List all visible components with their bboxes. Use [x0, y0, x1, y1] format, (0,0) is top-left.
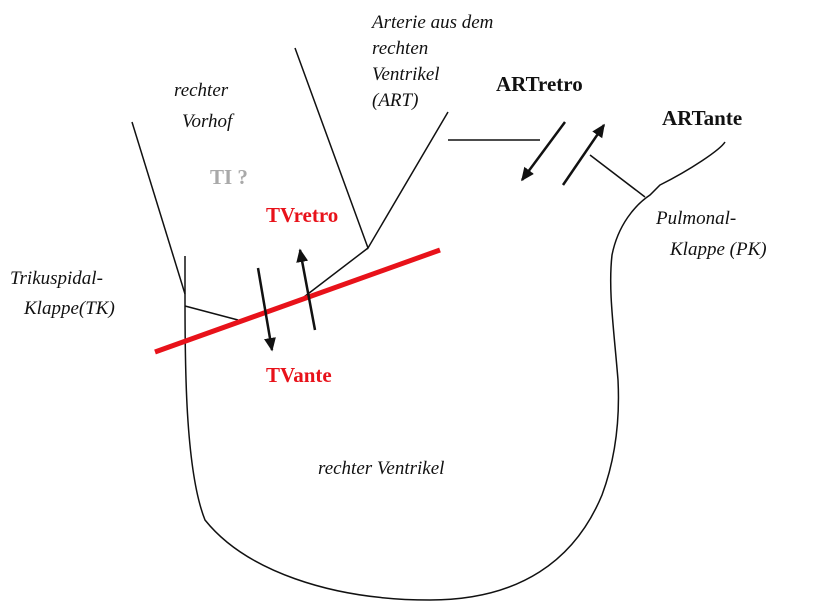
tk-label-line2: Klappe(TK) — [24, 298, 115, 319]
pk-label: Pulmonal- Klappe (PK) — [656, 203, 767, 265]
art-ante-label: ARTante — [662, 106, 743, 130]
tv-retro-arrow — [296, 248, 317, 331]
pk-leader-line — [589, 154, 646, 198]
ventricle-outline — [184, 141, 726, 601]
tv-retro-label: TVretro — [266, 203, 339, 227]
tv-ante-arrow — [256, 267, 276, 352]
tk-leader-line — [184, 305, 239, 321]
atrium-wall-left — [131, 121, 186, 295]
tk-label-line1: Trikuspidal- — [10, 268, 103, 289]
art-label-line3: Ventrikel — [372, 64, 440, 85]
vorhof-label-line1: rechter — [174, 80, 229, 101]
art-retro-arrow — [520, 121, 567, 182]
vorhof-label: rechter Vorhof — [174, 75, 232, 137]
tv-leader-line — [299, 247, 369, 301]
art-retro-label: ARTretro — [496, 72, 583, 96]
art-label-line4: (ART) — [372, 90, 419, 111]
tv-ante-label: TVante — [266, 363, 332, 387]
art-label-line2: rechten — [372, 38, 429, 59]
tk-label: Trikuspidal- Klappe(TK) — [10, 264, 115, 324]
art-label: Arterie aus dem rechten Ventrikel (ART) — [372, 10, 493, 114]
ventrikel-label: rechter Ventrikel — [318, 458, 445, 479]
tricuspid-valve-line — [154, 247, 441, 355]
art-ante-arrow — [561, 123, 606, 186]
ti-label: TI ? — [210, 165, 248, 189]
pk-label-line1: Pulmonal- — [656, 208, 737, 229]
pk-label-line2: Klappe (PK) — [670, 239, 767, 260]
art-label-line1: Arterie aus dem — [372, 12, 494, 33]
vorhof-label-line2: Vorhof — [182, 111, 233, 132]
